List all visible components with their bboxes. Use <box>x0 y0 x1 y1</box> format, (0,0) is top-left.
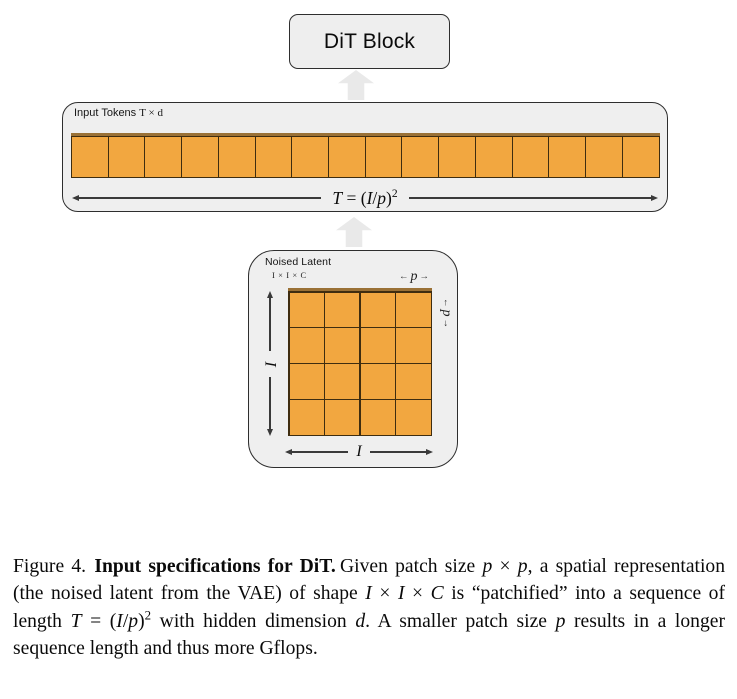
latent-patch-cell <box>289 364 324 399</box>
token-cell <box>548 136 587 178</box>
latent-height-arrow: I <box>261 291 279 436</box>
arrow-right-head-icon <box>651 195 658 201</box>
input-tokens-dims: T × d <box>139 107 163 119</box>
latent-patch-grid <box>288 291 432 436</box>
arrow-up-icon <box>338 70 374 100</box>
input-tokens-label-text: Input Tokens <box>74 107 137 119</box>
latent-patch-cell <box>396 292 431 327</box>
noised-latent-panel: Noised Latent I × I × C ← p → ← p → I <box>248 250 458 468</box>
token-cell <box>217 136 257 178</box>
latent-patch-cell <box>325 400 360 435</box>
arrow-left-icon: ← <box>440 298 452 308</box>
latent-patch-cell <box>325 292 360 327</box>
latent-patch-cell <box>360 292 395 327</box>
latent-width-label: I <box>356 443 362 460</box>
dit-block-label: DiT Block <box>323 29 416 53</box>
token-cell <box>328 136 367 178</box>
latent-patch-cell <box>325 328 360 363</box>
latent-patch-cell <box>289 400 324 435</box>
latent-patch-cell <box>396 400 431 435</box>
latent-patch-cell <box>325 364 360 399</box>
token-cell <box>254 136 293 178</box>
latent-patch-cell <box>289 328 324 363</box>
token-cell <box>144 136 183 178</box>
token-cell <box>107 136 146 178</box>
token-cell <box>474 136 514 178</box>
arrow-left-head-icon <box>72 195 79 201</box>
token-row <box>71 136 660 178</box>
token-cell <box>181 136 220 178</box>
token-cell <box>438 136 477 178</box>
latent-patch-cell <box>289 292 324 327</box>
token-cell <box>71 136 110 178</box>
token-cell <box>291 136 330 178</box>
sequence-length-arrow: T = (I/p)2 <box>72 186 658 210</box>
arrow-left-icon: ← <box>399 271 409 283</box>
token-cell <box>621 136 660 178</box>
input-tokens-panel: Input Tokens T × d T = (I/p)2 <box>62 102 668 212</box>
noised-latent-shape: I × I × C <box>272 270 307 280</box>
latent-patch-cell <box>360 400 395 435</box>
patch-width-label: ← p → <box>399 269 430 284</box>
arrow-right-icon: → <box>440 318 452 329</box>
noised-latent-title: Noised Latent <box>265 256 332 268</box>
arrow-up-head-icon <box>267 291 273 298</box>
latent-height-label: I <box>261 360 279 367</box>
input-tokens-label: Input Tokens T × d <box>74 107 163 119</box>
arrow-right-icon: → <box>419 271 430 283</box>
latent-patch-cell <box>360 364 395 399</box>
latent-width-arrow: I <box>285 443 434 461</box>
token-cell <box>511 136 550 178</box>
arrow-up-icon <box>336 217 372 247</box>
token-cell <box>401 136 440 178</box>
latent-patch-cell <box>396 328 431 363</box>
figure-caption: Figure 4.Input specifications for DiT.Gi… <box>13 555 725 660</box>
arrow-down-head-icon <box>267 429 273 436</box>
arrow-right-head-icon <box>426 449 434 455</box>
arrow-left-head-icon <box>285 449 292 455</box>
latent-patch-cell <box>360 328 395 363</box>
token-cell <box>585 136 624 178</box>
patch-height-label: ← p → <box>439 298 454 329</box>
dit-block-box: DiT Block <box>289 14 450 69</box>
latent-patch-cell <box>396 364 431 399</box>
sequence-length-formula: T = (I/p)2 <box>332 187 398 208</box>
token-cell <box>364 136 403 178</box>
